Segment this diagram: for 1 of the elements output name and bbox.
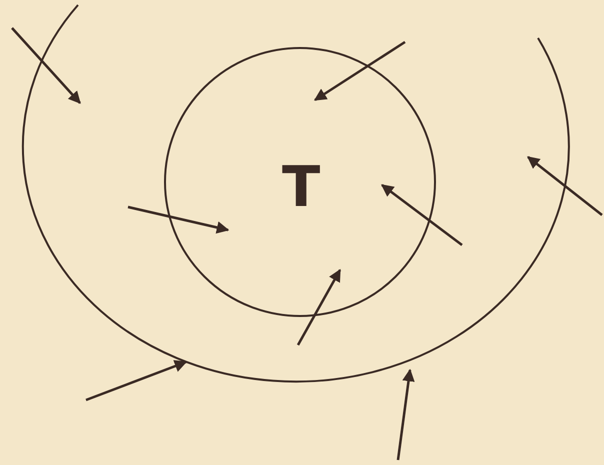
pressure-center-letter: T xyxy=(282,160,320,216)
